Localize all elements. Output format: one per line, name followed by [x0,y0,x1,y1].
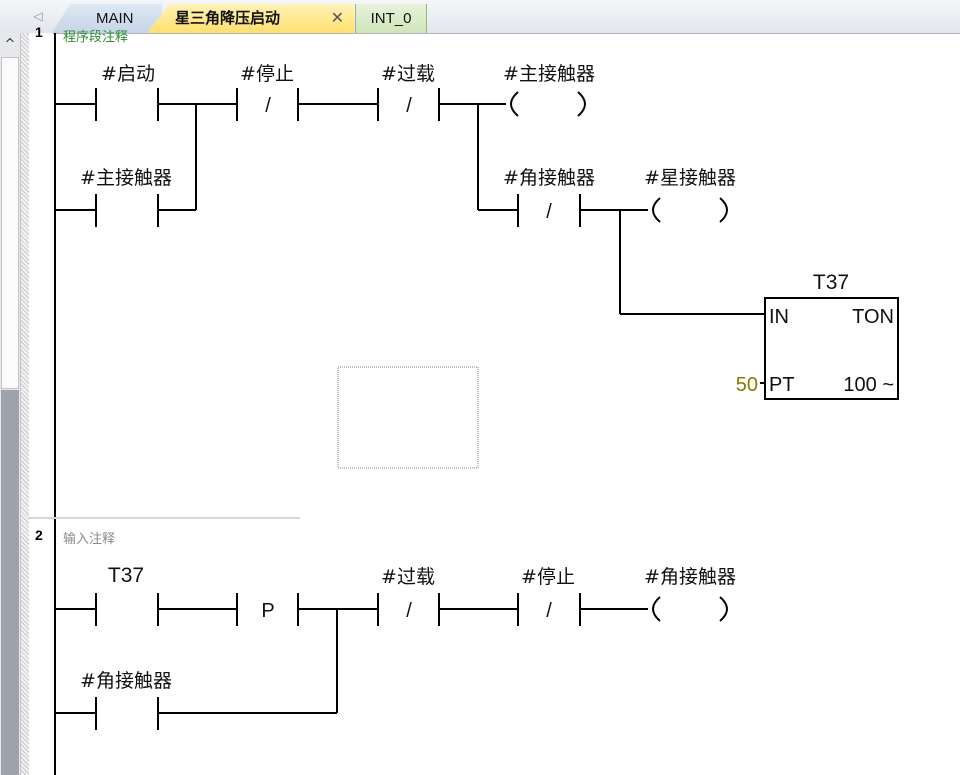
nc-mark: / [406,600,412,622]
contact-positive-transition[interactable]: P [236,593,299,626]
coil-delta-contactor-label: #角接触器 [644,566,736,588]
timer-pt-pin: PT [769,374,795,396]
scrollbar-track[interactable] [1,390,19,775]
close-icon[interactable]: ✕ [330,10,344,27]
network-2-number[interactable]: 2 [35,527,43,543]
contact-stop-2-label: #停止 [521,566,575,588]
timer-type: TON [852,306,894,328]
tab-star-delta-label: 星三角降压启动 [175,10,281,27]
contact-main-contactor[interactable]: #主接触器 [80,167,172,227]
coil-delta-contactor[interactable]: #角接触器 [644,566,736,622]
contact-delta-contactor-label: #角接触器 [503,167,595,189]
network-2-comment[interactable]: 输入注释 [63,532,116,547]
timer-pt-value[interactable]: 50 [736,374,758,396]
contact-stop-nc[interactable]: / #停止 [236,63,299,121]
selection-rectangle[interactable] [337,366,479,469]
contact-overload-2-label: #过载 [381,566,435,588]
network-1-number[interactable]: 1 [35,24,43,40]
coil-main-contactor[interactable]: #主接触器 [503,63,595,117]
contact-start[interactable]: #启动 [95,63,159,121]
tab-scroll-left-icon[interactable]: ◁ [33,9,43,23]
timer-resolution: 100 ~ [843,374,894,396]
scroll-up-icon[interactable]: ^ [4,37,16,52]
coil-star-contactor-label: #星接触器 [644,167,736,189]
network-2-gutter [29,518,53,775]
contact-delta-contactor[interactable]: #角接触器 [80,670,172,730]
editor-margin [21,33,29,775]
contact-stop-label: #停止 [240,63,294,85]
contact-overload-nc-2[interactable]: / #过载 [377,566,440,626]
coil-star-contactor[interactable]: #星接触器 [644,167,736,223]
nc-mark: / [546,201,552,223]
nc-mark: / [406,95,412,117]
contact-stop-nc-2[interactable]: / #停止 [517,566,581,626]
contact-delta-contactor-nc[interactable]: / #角接触器 [503,167,595,227]
contact-t37[interactable]: T37 [95,564,159,626]
timer-in-pin: IN [769,306,789,328]
contact-start-label: #启动 [101,63,155,85]
contact-overload-nc[interactable]: / #过载 [377,63,440,121]
contact-overload-label: #过载 [381,63,435,85]
tab-star-delta[interactable]: 星三角降压启动 ✕ [147,4,354,33]
p-contact-mark: P [261,600,274,622]
timer-t37-block[interactable]: T37 IN TON PT 100 ~ [760,271,899,400]
network-2-wires [55,608,648,714]
contact-main-contactor-label: #主接触器 [80,167,172,189]
timer-name: T37 [813,271,849,294]
contact-t37-label: T37 [108,564,144,587]
coil-main-contactor-label: #主接触器 [503,63,595,85]
tab-main[interactable]: MAIN [52,4,162,33]
contact-delta-contactor-2-label: #角接触器 [80,670,172,692]
nc-mark: / [546,600,552,622]
nc-mark: / [265,95,271,117]
network-1-gutter [29,33,53,518]
scrollbar-thumb[interactable] [1,57,19,389]
tab-int-0[interactable]: INT_0 [355,4,427,33]
network-1-comment[interactable]: 程序段注释 [63,30,129,45]
editor-tab-bar: ◁ MAIN 星三角降压启动 ✕ INT_0 [0,0,960,34]
tab-int-0-label: INT_0 [370,10,412,27]
network-1-wires [55,103,765,315]
tab-main-label: MAIN [96,10,134,27]
vertical-scrollbar[interactable]: ^ [0,33,21,775]
